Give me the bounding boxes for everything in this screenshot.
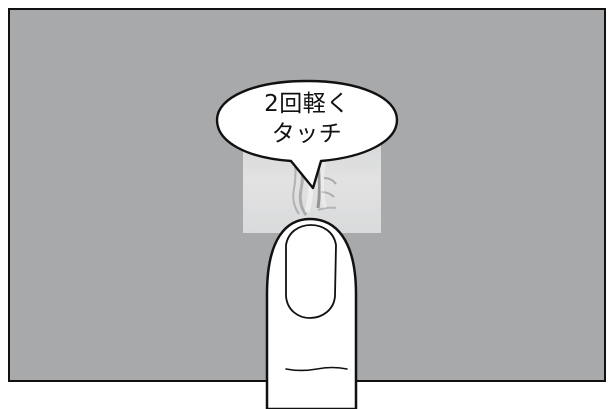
instruction-line-2: タッチ	[271, 121, 343, 147]
instruction-line-1: 2回軽く	[264, 91, 350, 117]
speech-bubble-text: 2回軽く タッチ	[226, 89, 388, 149]
